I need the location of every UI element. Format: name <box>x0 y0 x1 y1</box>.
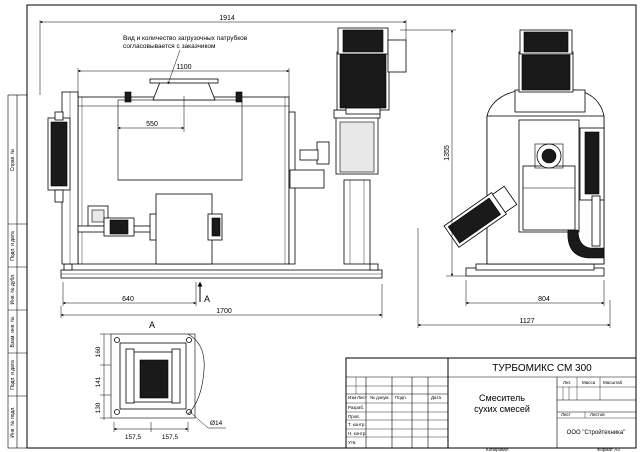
dim-port-width: 1100 <box>176 64 191 71</box>
stamp-podp-2: Подп. и дата <box>10 360 16 390</box>
row-razrab: Разраб. <box>348 405 364 410</box>
dim-hole-dia: Ø14 <box>210 420 223 427</box>
dim-side-base: 804 <box>538 296 550 303</box>
label-lit: Лит. <box>563 380 571 385</box>
footer-format: Формат А3 <box>597 447 620 452</box>
detail-view-a: A 160 141 130 157,5 157,5 Ø14 <box>95 320 226 441</box>
col-izm: Изм <box>348 395 356 400</box>
row-prov: Пров. <box>348 414 360 419</box>
dim-side-total: 1127 <box>519 318 534 325</box>
dim-detail-w2: 157,5 <box>162 434 179 441</box>
label-list: Лист <box>561 412 571 417</box>
section-marker-a: A <box>204 294 210 304</box>
dim-detail-w1: 157,5 <box>125 434 142 441</box>
title-description-2: сухих смесей <box>474 404 530 414</box>
dim-height: 1355 <box>444 145 451 161</box>
col-date: Дата <box>431 395 441 400</box>
side-view <box>443 29 605 277</box>
title-company: ООО "Стройтехника" <box>567 429 626 436</box>
col-doc: № докум. <box>370 395 390 400</box>
front-view <box>47 27 407 279</box>
dimensions: 1914 1100 550 640 A 1700 1355 804 <box>39 15 611 328</box>
stamp-inv-podl: Инв. № подл. <box>10 406 16 437</box>
dim-overall-width: 1914 <box>219 15 235 22</box>
dim-detail-h1: 160 <box>95 346 102 357</box>
title-description-1: Смеситель <box>479 393 525 403</box>
stamp-inv-dubl: Инв. № дубл. <box>10 274 16 305</box>
note-line-1: Вид и количество загрузочных патрубков <box>123 34 248 42</box>
label-listov: Листов <box>590 412 605 417</box>
left-stamp-column: Справ. № Подп. и дата Инв. № дубл. Взам.… <box>7 94 28 449</box>
dim-port-offset: 550 <box>146 121 158 128</box>
stamp-vzam: Взам. инв. № <box>10 317 16 348</box>
title-product: ТУРБОМИКС СМ 300 <box>492 363 592 374</box>
dim-detail-h3: 130 <box>95 402 102 413</box>
row-tkontr: Т. контр. <box>348 422 366 427</box>
col-sign: Подп. <box>395 395 407 400</box>
label-masshtab: Масштаб <box>603 380 623 385</box>
stamp-sprav: Справ. № <box>10 149 16 172</box>
note: Вид и количество загрузочных патрубков с… <box>123 34 248 85</box>
footer-kopiroval: Копировал <box>486 447 509 452</box>
col-list: Лист <box>357 395 367 400</box>
stamp-podp-1: Подп. и дата <box>10 231 16 261</box>
note-line-2: согласовывается с заказчиком <box>123 43 216 50</box>
detail-title: A <box>149 320 155 330</box>
dim-base-length: 1700 <box>216 308 232 315</box>
row-utv: Утв. <box>348 440 357 445</box>
title-block: ТУРБОМИКС СМ 300 Смеситель сухих смесей … <box>345 357 637 449</box>
dim-base-left: 640 <box>122 296 134 303</box>
row-nkontr: Н. контр. <box>348 431 367 436</box>
label-massa: Масса <box>582 380 596 385</box>
dim-detail-h2: 141 <box>95 376 102 387</box>
